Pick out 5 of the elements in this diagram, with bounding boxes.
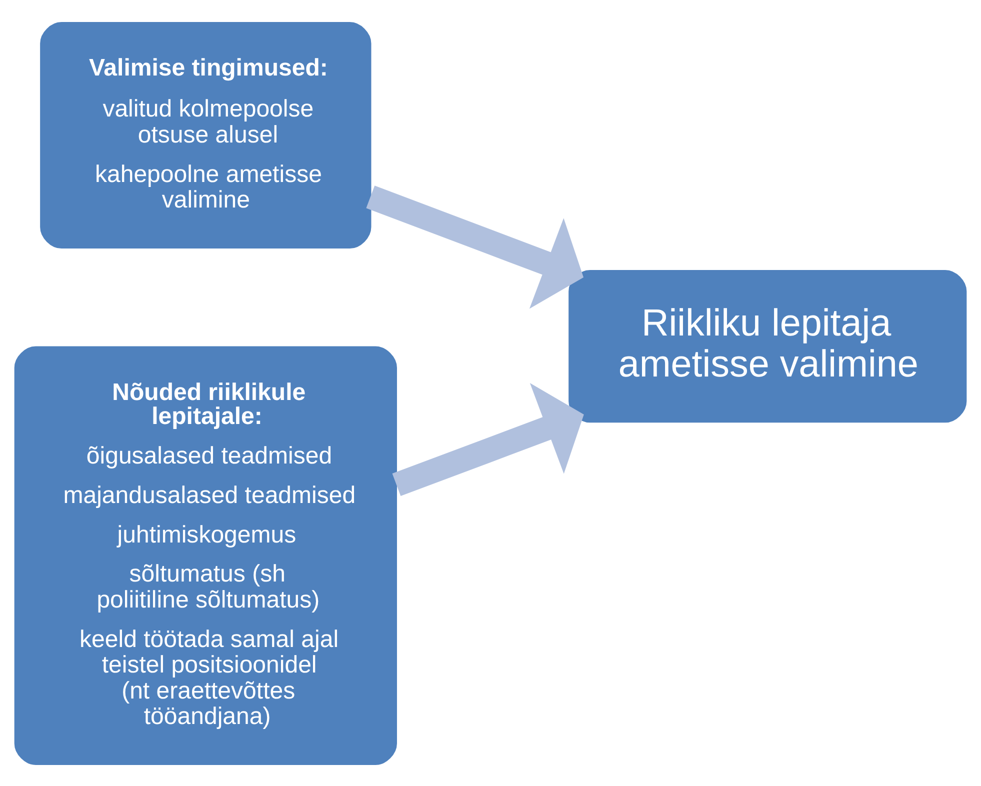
node-box: Riikliku lepitaja ametisse valimine — [568, 269, 967, 422]
node-box: Nõuded riiklikule lepitajale: õigusalased teadmised majandusalased teadmised juhtimiskogemus sõltumatus (sh poliitiline sõltumatus) keeld töötada samal ajal teistel positsioonidel (nt eraettevõttes tööandjana) — [14, 346, 397, 764]
node-box: Valimise tingimused: valitud kolmepoolse otsuse alusel kahepoolne ametisse valimine — [40, 22, 372, 248]
arrow — [392, 382, 584, 496]
arrow — [366, 185, 584, 308]
